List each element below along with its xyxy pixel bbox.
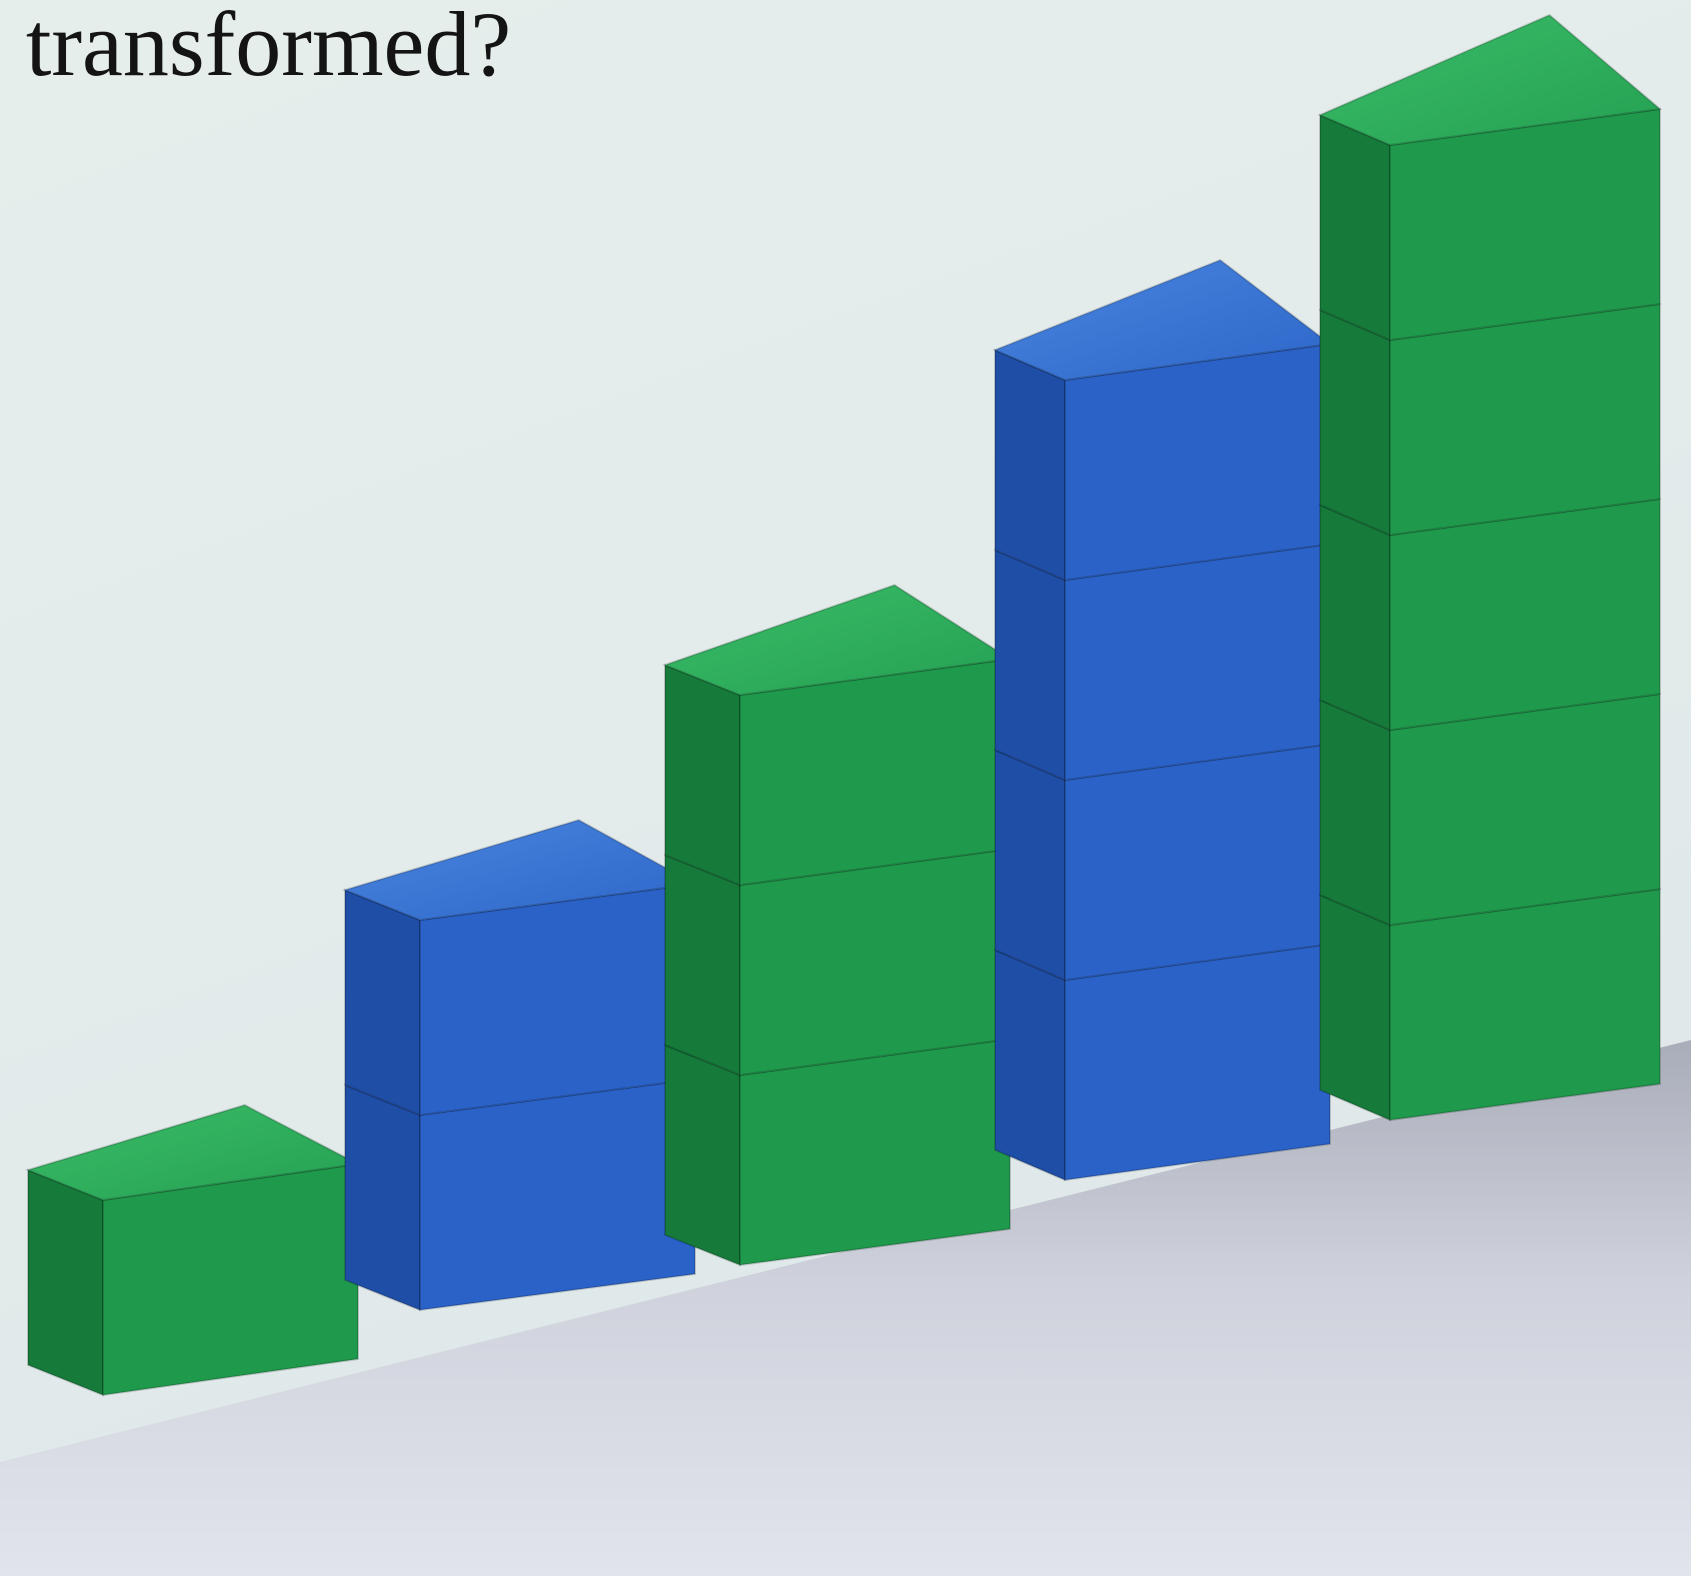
block-column-4	[992, 258, 1333, 1182]
block-front-face	[1389, 692, 1661, 927]
block-side-face	[994, 948, 1066, 1182]
block-side-face	[994, 348, 1066, 582]
block-front-face	[1064, 942, 1331, 1182]
block-front-face	[102, 1162, 359, 1397]
block-front-face	[1389, 887, 1661, 1122]
block-side-face	[1319, 893, 1391, 1122]
block-side-face	[664, 663, 741, 887]
block-front-face	[1389, 107, 1661, 342]
block-column-3	[662, 583, 1013, 1267]
block-front-face	[419, 882, 696, 1117]
block-front-face	[739, 847, 1011, 1077]
block-front-face	[739, 1037, 1011, 1267]
block-side-face	[27, 1168, 104, 1397]
floor-surface	[0, 1040, 1691, 1576]
block-side-face	[994, 548, 1066, 782]
block-side-face	[1319, 308, 1391, 537]
block-side-face	[1319, 503, 1391, 732]
block-side-face	[994, 748, 1066, 982]
block-side-face	[664, 853, 741, 1077]
block-side-face	[344, 1083, 421, 1312]
block-side-face	[664, 1043, 741, 1267]
block-front-face	[419, 1077, 696, 1312]
block-columns	[24, 13, 1663, 1397]
block-column-2	[341, 818, 699, 1312]
block-front-face	[1389, 497, 1661, 732]
block-side-face	[344, 888, 421, 1117]
block-side-face	[1319, 698, 1391, 927]
block-column-5	[1317, 13, 1663, 1122]
block-front-face	[1389, 302, 1661, 537]
block-front-face	[1064, 542, 1331, 782]
block-column-1	[24, 1103, 362, 1397]
headline-text: e transformed?	[0, 0, 512, 95]
block-side-face	[1319, 113, 1391, 342]
block-front-face	[1064, 342, 1331, 582]
block-front-face	[1064, 742, 1331, 982]
block-top-face	[1317, 13, 1663, 147]
block-front-face	[739, 657, 1011, 887]
